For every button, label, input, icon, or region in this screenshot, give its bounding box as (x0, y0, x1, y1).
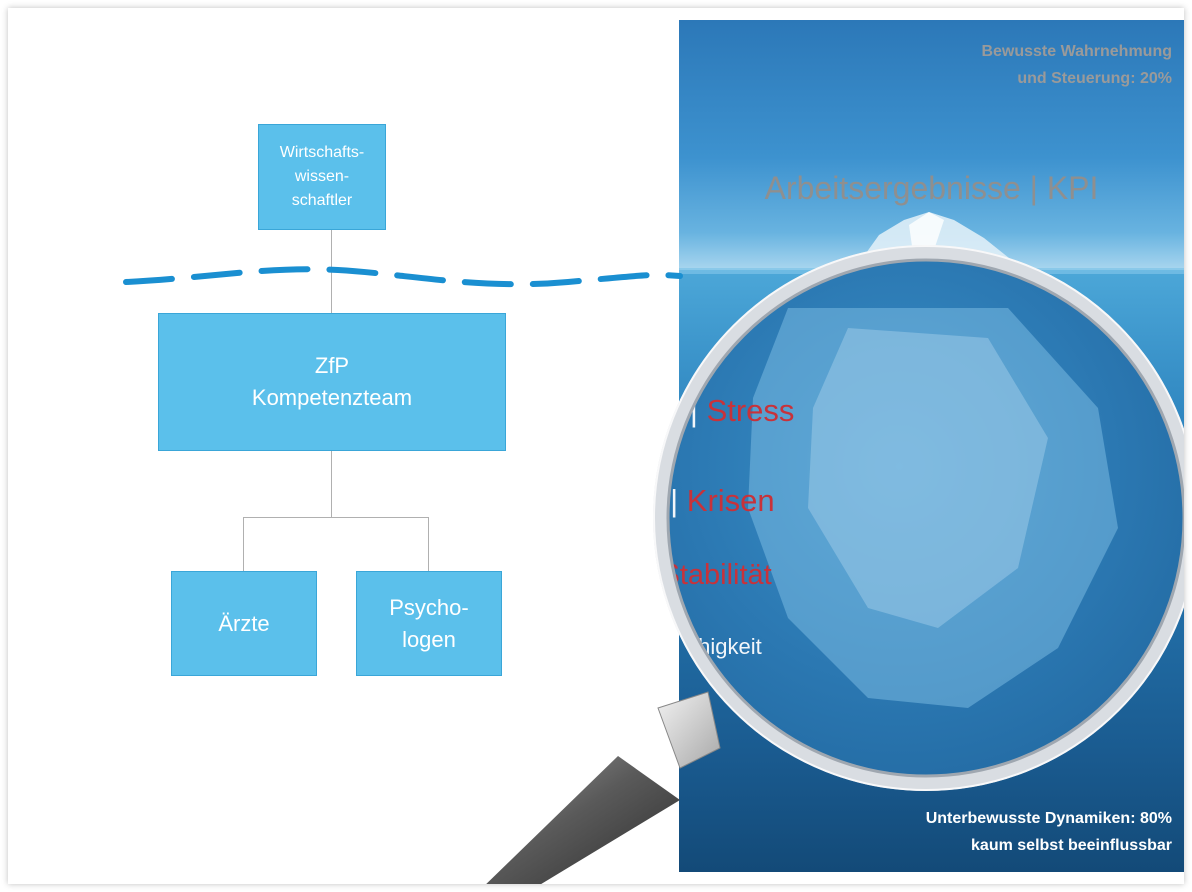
magnifier-glass (486, 245, 1184, 884)
subconscious-label-text: Unterbewusste Dynamiken: 80% kaum selbst… (925, 810, 1172, 854)
connector-left-down (243, 517, 244, 571)
box-aerzte-label: Ärzte (218, 610, 270, 636)
conscious-label-text: Bewusste Wahrnehmung und Steuerung: 20% (981, 43, 1172, 87)
lens-line-befinden: Befinden | Ängste | Krisen (661, 483, 1184, 519)
connector-horizontal (243, 517, 428, 518)
slide: Wirtschafts- wissen- schaftler ZfP Kompe… (8, 8, 1184, 884)
lens-stress-text: Stress (706, 393, 795, 428)
magnifier-handle (486, 756, 680, 884)
box-aerzte: Ärzte (171, 571, 317, 676)
box-zfp-label: ZfP Kompetenzteam (251, 353, 413, 410)
box-psychologen: Psycho- logen (356, 571, 502, 676)
magnifier-rim-inner (666, 258, 1184, 778)
magnifier-neck (657, 691, 721, 769)
subconscious-label: Unterbewusste Dynamiken: 80% kaum selbst… (926, 805, 1172, 859)
magnifier-lens-content: Verhalten | Motivation Performance | Dru… (420, 256, 1184, 780)
conscious-label: Bewusste Wahrnehmung und Steuerung: 20% (981, 38, 1172, 92)
connector-right-down (428, 517, 429, 571)
lens-separator-text: | (661, 483, 687, 518)
box-zfp-kompetenzteam: ZfP Kompetenzteam (158, 313, 506, 451)
above-water-text: Arbeitsergebnisse | KPI (764, 170, 1099, 206)
magnifier-rim-highlight (653, 245, 1184, 791)
lens-krisen-text: Krisen (686, 483, 775, 518)
lens-line-sucht: Sucht, emotionale Stabilität (420, 559, 772, 591)
box-psychologen-label: Psycho- logen (389, 594, 469, 652)
connector-middle-down (331, 449, 332, 517)
box-wirtschaftswissenschaftler-label: Wirtschafts- wissen- schaftler (279, 144, 365, 209)
box-wirtschaftswissenschaftler: Wirtschafts- wissen- schaftler (258, 124, 386, 230)
magnifier-rim-outer (653, 245, 1184, 791)
waterline (123, 266, 683, 288)
